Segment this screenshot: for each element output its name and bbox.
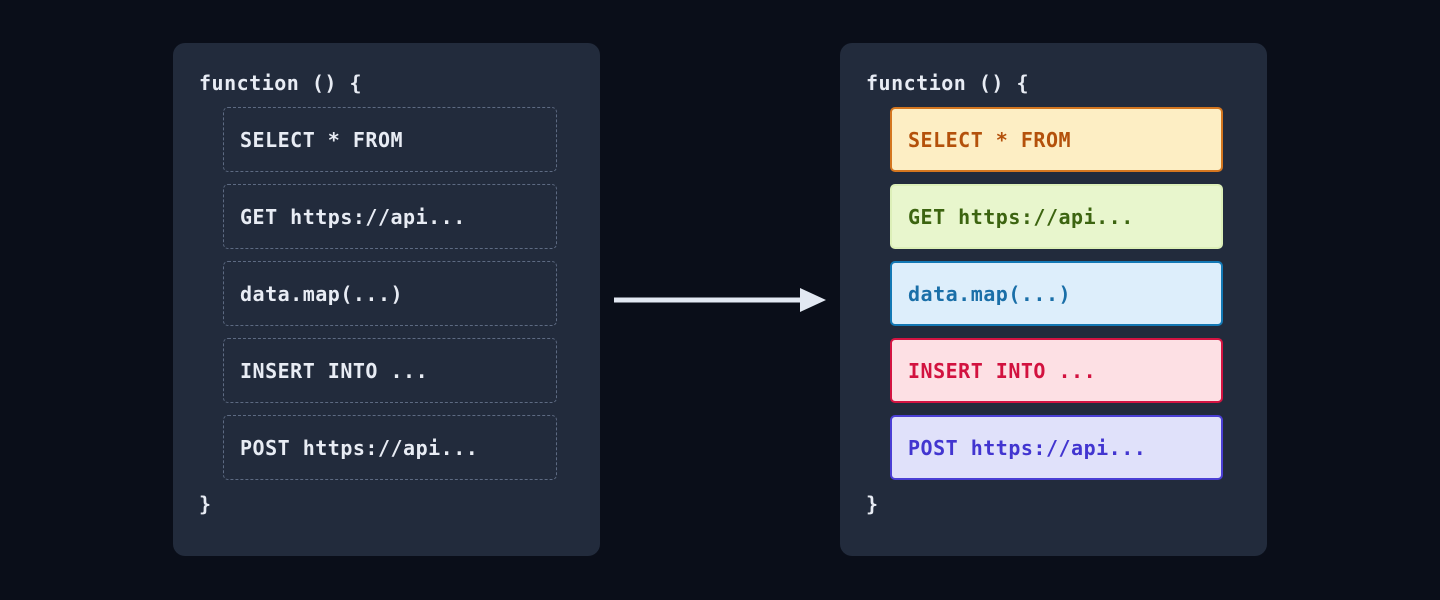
statement-label: GET https://api...	[908, 204, 1134, 229]
statement-box[interactable]: SELECT * FROM	[223, 107, 557, 172]
statement-label: POST https://api...	[240, 435, 479, 460]
statement-label: GET https://api...	[240, 204, 466, 229]
statement-box[interactable]: INSERT INTO ...	[223, 338, 557, 403]
function-open-line: function () {	[866, 71, 1030, 95]
statement-box-highlighted[interactable]: GET https://api...	[890, 184, 1223, 249]
statement-label: SELECT * FROM	[908, 127, 1072, 152]
function-close-line: }	[866, 492, 879, 516]
statement-box[interactable]: POST https://api...	[223, 415, 557, 480]
statement-box[interactable]: data.map(...)	[223, 261, 557, 326]
plain-code-panel: function () { SELECT * FROM GET https://…	[173, 43, 600, 556]
function-open-line: function () {	[199, 71, 363, 95]
highlighted-code-panel: function () { SELECT * FROM GET https://…	[840, 43, 1267, 556]
statement-label: data.map(...)	[240, 281, 404, 306]
statement-box-highlighted[interactable]: SELECT * FROM	[890, 107, 1223, 172]
statement-box-highlighted[interactable]: data.map(...)	[890, 261, 1223, 326]
statement-box[interactable]: GET https://api...	[223, 184, 557, 249]
plain-statement-list: SELECT * FROM GET https://api... data.ma…	[223, 107, 574, 480]
statement-label: INSERT INTO ...	[240, 358, 429, 383]
highlighted-statement-list: SELECT * FROM GET https://api... data.ma…	[890, 107, 1241, 480]
statement-label: data.map(...)	[908, 281, 1072, 306]
arrow-right-icon	[614, 286, 826, 314]
statement-box-highlighted[interactable]: INSERT INTO ...	[890, 338, 1223, 403]
statement-box-highlighted[interactable]: POST https://api...	[890, 415, 1223, 480]
statement-label: SELECT * FROM	[240, 127, 404, 152]
statement-label: INSERT INTO ...	[908, 358, 1097, 383]
statement-label: POST https://api...	[908, 435, 1147, 460]
function-close-line: }	[199, 492, 212, 516]
